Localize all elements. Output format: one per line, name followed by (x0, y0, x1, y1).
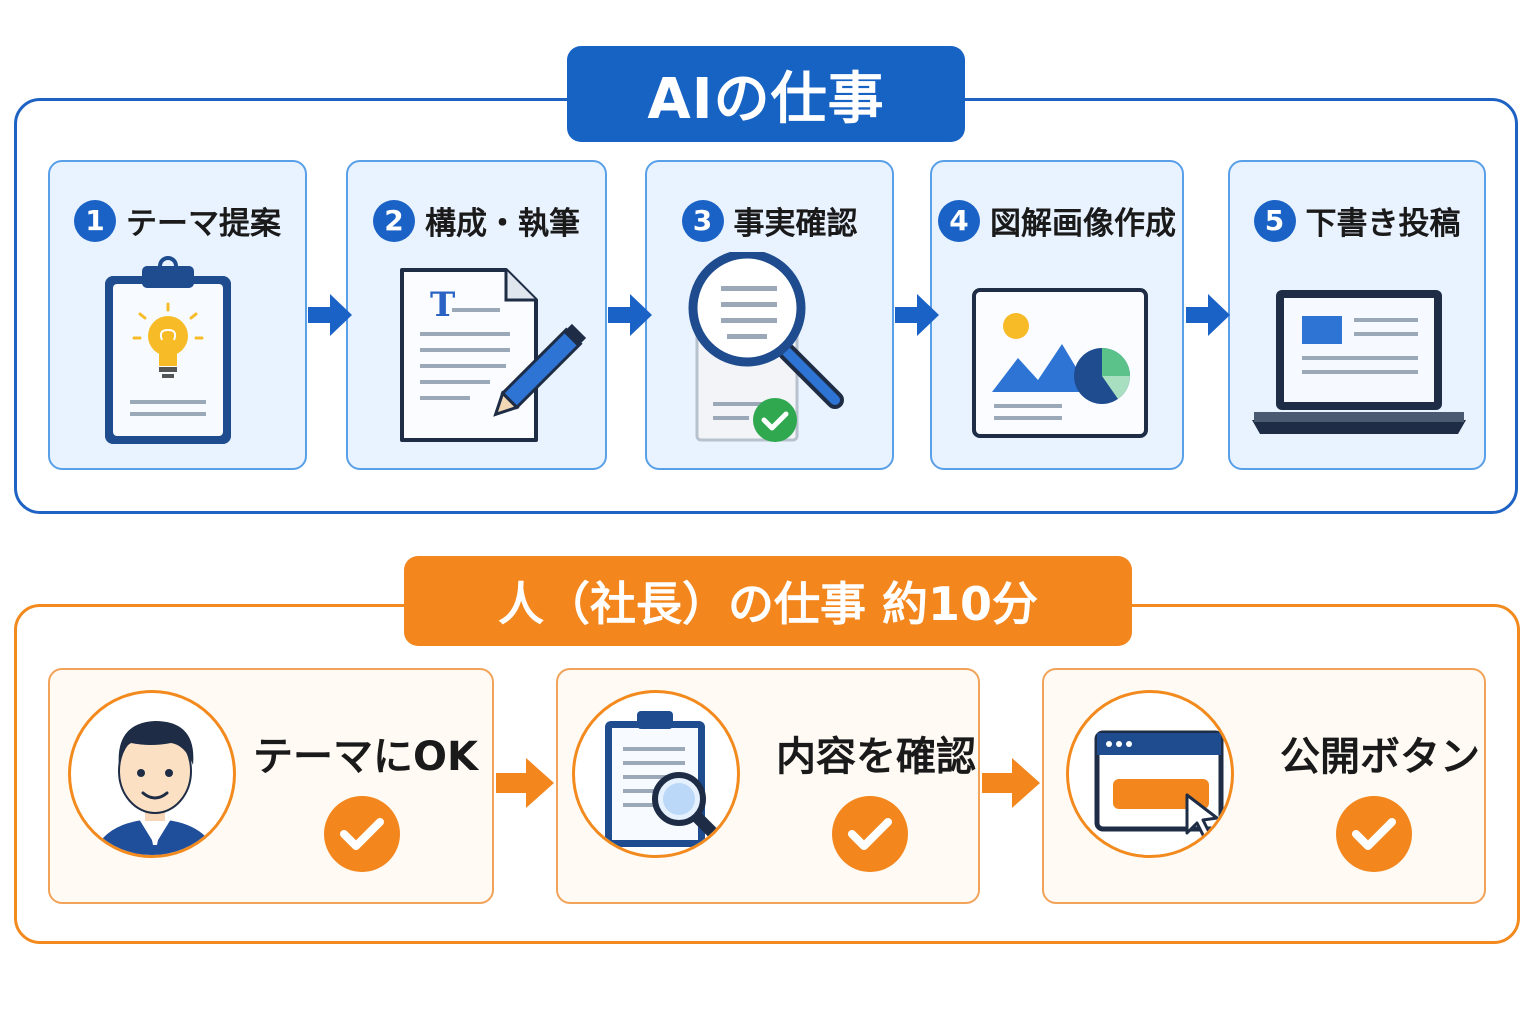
arrow-right-icon (608, 294, 652, 336)
step-label: 下書き投稿 (1305, 206, 1461, 242)
document-pen-icon: T (400, 268, 587, 442)
icon-circle (1066, 690, 1234, 858)
arrow-right-icon (895, 294, 939, 336)
ai-step-2-card: 2 構成・執筆 T (346, 160, 607, 470)
step-number: 5 (1253, 199, 1296, 242)
ai-step-1-card: 1 テーマ提案 (48, 160, 307, 470)
clipboard-magnifier-icon (605, 711, 727, 847)
step-number: 3 (681, 199, 724, 242)
step-label: 構成・執筆 (425, 206, 580, 242)
arrow-right-icon (1186, 294, 1230, 336)
human-step-3-card: 公開ボタン (1042, 668, 1486, 904)
human-section-title: 人（社長）の仕事 約10分 (404, 556, 1132, 646)
human-step-1-card: テーマにOK (48, 668, 494, 904)
check-icon (324, 796, 400, 872)
avatar (68, 690, 236, 858)
svg-text:T: T (430, 285, 455, 325)
laptop-icon (1252, 290, 1466, 434)
step-label: 事実確認 (733, 206, 858, 242)
arrow-right-icon (982, 758, 1040, 808)
step-number: 1 (74, 199, 116, 242)
clipboard-lightbulb-icon (105, 256, 231, 444)
businessman-avatar-icon (92, 721, 218, 855)
step-label: テーマにOK (253, 734, 478, 780)
human-step-2-card: 内容を確認 (556, 668, 980, 904)
step-number: 2 (373, 199, 415, 242)
check-icon (832, 796, 908, 872)
arrow-right-icon (308, 294, 352, 336)
arrow-right-icon (496, 758, 554, 808)
image-chart-icon (972, 288, 1148, 438)
icon-circle (572, 690, 740, 858)
step-label: テーマ提案 (126, 206, 281, 242)
magnifier-check-icon (688, 252, 844, 442)
check-icon (1336, 796, 1412, 872)
ai-step-4-card: 4 図解画像作成 (930, 160, 1184, 470)
browser-button-cursor-icon (1094, 730, 1224, 841)
step-number: 4 (938, 199, 980, 242)
step-label: 図解画像作成 (990, 206, 1176, 242)
step-label: 内容を確認 (776, 734, 976, 780)
ai-section-title: AIの仕事 (567, 46, 965, 142)
step-label: 公開ボタン (1280, 734, 1480, 780)
